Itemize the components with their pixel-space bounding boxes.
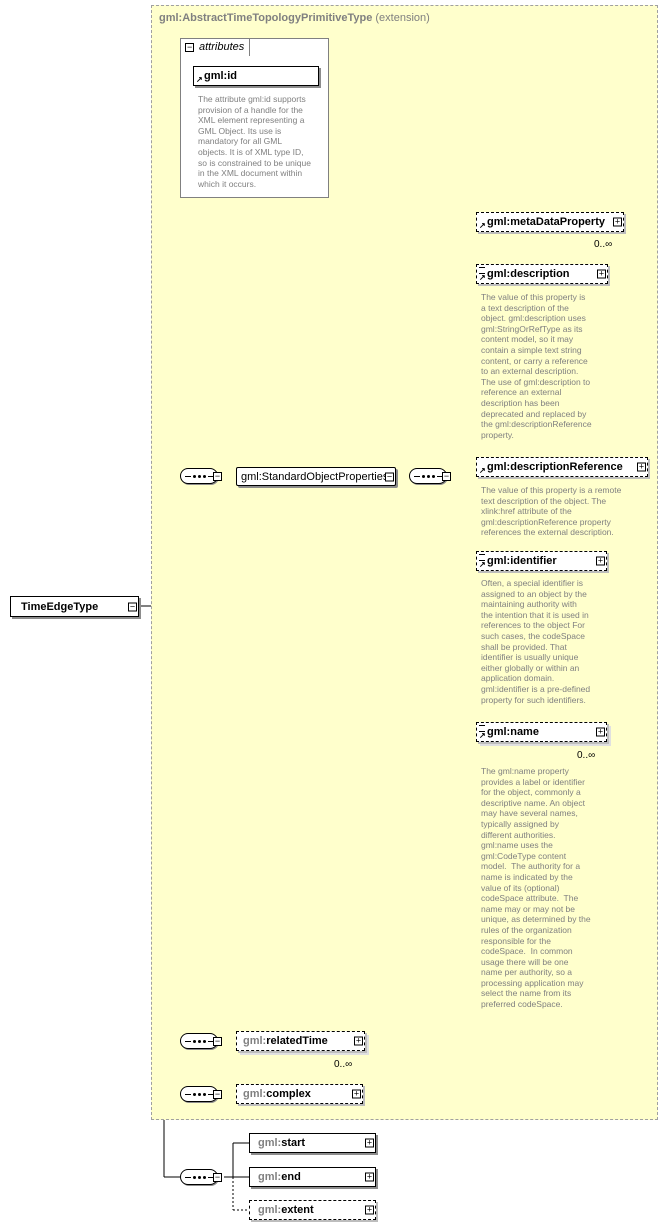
element-name-property[interactable]: ↗ gml:name + <box>476 722 607 742</box>
group-name: gml:StandardObjectProperties <box>241 470 389 483</box>
element-local-name: extent <box>281 1204 314 1216</box>
simple-content-icon <box>479 725 485 732</box>
element-prefix: gml: <box>258 1204 282 1216</box>
expand-icon[interactable]: + <box>365 1171 374 1182</box>
element-description[interactable]: ↗ gml:description + <box>476 264 608 284</box>
element-end[interactable]: gml:end + <box>249 1167 376 1187</box>
collapse-icon[interactable]: − <box>213 1036 222 1046</box>
element-extent[interactable]: gml:extent + <box>249 1200 376 1220</box>
element-description-doc: The value of this property is a text des… <box>481 292 592 440</box>
element-related-time[interactable]: gml:relatedTime + <box>236 1031 365 1051</box>
expand-icon[interactable]: + <box>597 268 606 279</box>
attribute-gml-id[interactable]: ↗ gml:id <box>193 66 319 86</box>
collapse-icon[interactable]: − <box>213 1089 222 1099</box>
reference-arrow-icon: ↗ <box>479 221 486 230</box>
element-name: gml:descriptionReference <box>487 461 623 473</box>
root-type-name: TimeEdgeType <box>21 600 99 613</box>
attributes-tab-label: attributes <box>199 41 245 53</box>
multiplicity-label: 0..∞ <box>577 750 596 761</box>
element-description-reference[interactable]: ↗ gml:descriptionReference + <box>476 457 648 477</box>
attributes-panel <box>180 38 329 198</box>
expand-icon[interactable]: + <box>352 1088 361 1099</box>
collapse-icon[interactable]: − <box>213 1172 222 1182</box>
expand-icon[interactable]: + <box>365 1204 374 1215</box>
reference-arrow-icon: ↗ <box>479 560 486 569</box>
expand-icon[interactable]: + <box>596 726 605 737</box>
element-name-doc: The gml:name property provides a label o… <box>481 766 591 1010</box>
extension-title: gml:AbstractTimeTopologyPrimitiveType (e… <box>159 12 430 24</box>
element-prefix: gml: <box>243 1088 267 1100</box>
simple-content-icon <box>479 554 485 561</box>
element-prefix: gml: <box>258 1171 282 1183</box>
attribute-id-doc: The attribute gml:id supports provision … <box>198 94 311 189</box>
reference-arrow-icon: ↗ <box>479 466 486 475</box>
simple-content-icon <box>479 267 485 274</box>
element-identifier-doc: Often, a special identifier is assigned … <box>481 578 591 705</box>
multiplicity-label: 0..∞ <box>334 1059 353 1070</box>
multiplicity-label: 0..∞ <box>594 239 613 250</box>
collapse-icon[interactable]: − <box>442 471 451 481</box>
element-name: gml:description <box>487 268 570 280</box>
element-identifier[interactable]: ↗ gml:identifier + <box>476 551 607 571</box>
collapse-icon[interactable]: − <box>213 471 222 481</box>
element-prefix: gml: <box>243 1035 267 1047</box>
reference-arrow-icon: ↗ <box>479 731 486 740</box>
extension-type-name: gml:AbstractTimeTopologyPrimitiveType <box>159 12 373 24</box>
collapse-icon[interactable]: − <box>128 601 137 611</box>
expand-icon[interactable]: + <box>365 1137 374 1148</box>
element-start[interactable]: gml:start + <box>249 1133 376 1153</box>
extension-label: (extension) <box>375 12 430 24</box>
element-local-name: complex <box>266 1088 311 1100</box>
element-local-name: start <box>281 1137 306 1149</box>
element-local-name: relatedTime <box>266 1035 328 1047</box>
element-local-name: end <box>281 1171 301 1183</box>
collapse-icon[interactable]: − <box>185 42 194 52</box>
reference-arrow-icon: ↗ <box>479 273 486 282</box>
attribute-name: gml:id <box>204 70 237 82</box>
reference-arrow-icon: ↗ <box>196 75 203 84</box>
group-standard-object-properties[interactable]: gml:StandardObjectProperties − <box>236 467 396 486</box>
expand-icon[interactable]: + <box>613 216 622 227</box>
expand-icon[interactable]: + <box>354 1035 363 1046</box>
element-metadata-property[interactable]: ↗ gml:metaDataProperty + <box>476 212 624 232</box>
element-name: gml:identifier <box>487 555 557 567</box>
element-name: gml:name <box>487 726 539 738</box>
attributes-tab[interactable]: − attributes <box>180 38 250 56</box>
element-complex[interactable]: gml:complex + <box>236 1084 363 1104</box>
collapse-icon[interactable]: − <box>385 471 394 481</box>
element-description-reference-doc: The value of this property is a remote t… <box>481 485 622 538</box>
root-type-box[interactable]: TimeEdgeType − <box>10 596 139 617</box>
element-name: gml:metaDataProperty <box>487 216 605 228</box>
expand-icon[interactable]: + <box>637 461 646 472</box>
expand-icon[interactable]: + <box>596 555 605 566</box>
element-prefix: gml: <box>258 1137 282 1149</box>
